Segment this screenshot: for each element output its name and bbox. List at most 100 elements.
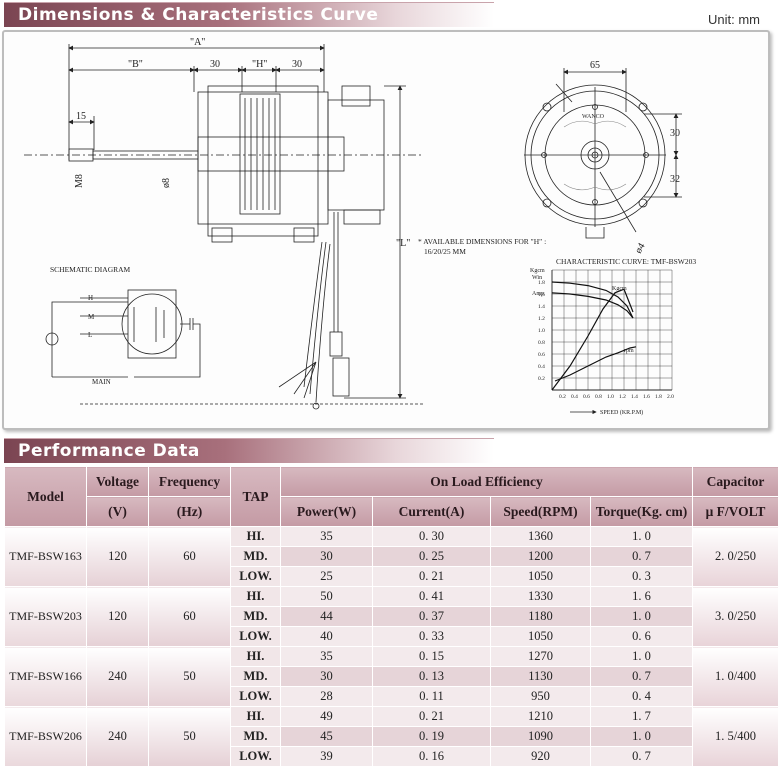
current-cell: 0. 11	[372, 686, 491, 707]
voltage-cell: 120	[86, 586, 149, 647]
power-cell: 49	[280, 706, 373, 727]
frequency-cell: 60	[148, 586, 231, 647]
torque-cell: 0. 4	[589, 686, 694, 707]
section-header-performance: Performance Data	[4, 438, 494, 463]
header-hz-unit: (Hz)	[148, 496, 231, 527]
chart-x-tick: 1.4	[631, 394, 638, 400]
speed-cell: 1180	[490, 606, 591, 627]
voltage-cell: 240	[86, 706, 149, 767]
characteristic-chart: CHARACTERISTIC CURVE: TMF-BSW203 Kgcm SP…	[530, 257, 696, 416]
current-cell: 0. 25	[372, 546, 491, 567]
power-cell: 44	[280, 606, 373, 627]
chart-label-win: Win	[532, 275, 542, 281]
power-cell: 35	[280, 526, 373, 547]
torque-cell: 0. 6	[589, 626, 694, 647]
speed-cell: 1270	[490, 646, 591, 667]
sch-label-main: MAIN	[92, 378, 111, 386]
chart-y-tick: 1.8	[538, 280, 545, 286]
frequency-cell: 50	[148, 706, 231, 767]
tap-cell: MD.	[230, 546, 281, 567]
power-cell: 39	[280, 746, 373, 767]
chart-y-tick: 1.0	[538, 328, 545, 334]
current-cell: 0. 21	[372, 706, 491, 727]
brand-logo: WANCO	[582, 114, 605, 120]
chart-y-tick: 1.4	[538, 304, 545, 310]
chart-series-line	[551, 281, 634, 319]
chart-x-tick: 2.0	[667, 394, 674, 400]
torque-cell: 1. 6	[589, 586, 694, 607]
dim-32: 32	[670, 174, 680, 185]
header-power: Power(W)	[280, 496, 373, 527]
chart-x-tick: 0.4	[571, 394, 578, 400]
power-cell: 40	[280, 626, 373, 647]
dim-30c: 30	[670, 128, 680, 139]
current-cell: 0. 19	[372, 726, 491, 747]
dim-65: 65	[590, 60, 600, 71]
dim-30a: 30	[210, 59, 220, 70]
speed-cell: 1210	[490, 706, 591, 727]
tap-cell: HI.	[230, 586, 281, 607]
tap-cell: HI.	[230, 646, 281, 667]
chart-y-tick: 0.8	[538, 340, 545, 346]
torque-cell: 1. 7	[589, 706, 694, 727]
tap-cell: HI.	[230, 706, 281, 727]
technical-drawing-panel: "A" "B" 30 "H" 30 15 M8 ø8 "L" 65 30 32 …	[2, 30, 770, 430]
torque-cell: 1. 0	[589, 646, 694, 667]
tap-cell: MD.	[230, 726, 281, 747]
power-cell: 30	[280, 546, 373, 567]
tap-cell: HI.	[230, 526, 281, 547]
header-onload: On Load Efficiency	[279, 466, 694, 497]
chart-label-rpm: rpm	[624, 348, 634, 354]
speed-cell: 1090	[490, 726, 591, 747]
header-v-unit: (V)	[86, 496, 149, 527]
chart-x-tick: 0.2	[559, 394, 566, 400]
power-cell: 45	[280, 726, 373, 747]
speed-cell: 950	[490, 686, 591, 707]
dim-a: "A"	[190, 37, 205, 48]
power-cell: 30	[280, 666, 373, 687]
header-current: Current(A)	[372, 496, 491, 527]
tap-cell: LOW.	[230, 566, 281, 587]
frequency-cell: 60	[148, 526, 231, 587]
header-frequency: Frequency	[148, 466, 231, 497]
power-cell: 28	[280, 686, 373, 707]
tap-cell: LOW.	[230, 626, 281, 647]
schematic-title: SCHEMATIC DIAGRAM	[50, 265, 131, 274]
chart-y-tick: 0.6	[538, 352, 545, 358]
tap-cell: MD.	[230, 666, 281, 687]
chart-x-tick: 1.8	[655, 394, 662, 400]
torque-cell: 0. 7	[589, 666, 694, 687]
speed-cell: 1130	[490, 666, 591, 687]
power-cell: 50	[280, 586, 373, 607]
chart-label-amp: Amp	[532, 291, 544, 297]
speed-cell: 1360	[490, 526, 591, 547]
tap-cell: LOW.	[230, 686, 281, 707]
tap-cell: LOW.	[230, 746, 281, 767]
power-cell: 35	[280, 646, 373, 667]
chart-y-tick: 0.2	[538, 376, 545, 382]
current-cell: 0. 21	[372, 566, 491, 587]
chart-title: CHARACTERISTIC CURVE: TMF-BSW203	[556, 257, 696, 266]
section-header-dimensions: Dimensions & Characteristics Curve	[4, 2, 494, 27]
model-cell: TMF-BSW163	[4, 526, 87, 587]
header-model: Model	[4, 466, 87, 527]
current-cell: 0. 33	[372, 626, 491, 647]
chart-x-tick: 0.8	[595, 394, 602, 400]
chart-x-tick: 1.6	[643, 394, 650, 400]
voltage-cell: 120	[86, 526, 149, 587]
speed-cell: 1050	[490, 626, 591, 647]
capacitor-cell: 2. 0/250	[692, 526, 780, 587]
header-torque: Torque(Kg. cm)	[589, 496, 694, 527]
current-cell: 0. 13	[372, 666, 491, 687]
chart-y-tick: 1.2	[538, 316, 545, 322]
chart-series-line	[551, 292, 634, 319]
sch-label-m: M	[88, 313, 95, 321]
dim-h: "H"	[252, 59, 267, 70]
header-capacitor: Capacitor	[692, 466, 780, 497]
